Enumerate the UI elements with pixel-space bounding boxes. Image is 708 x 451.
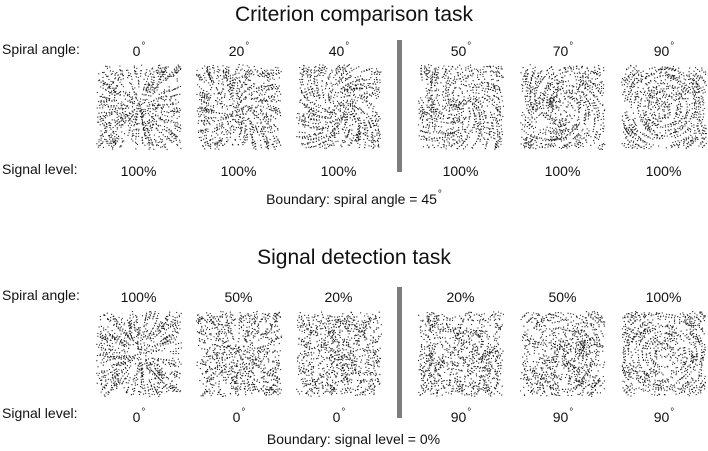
value-label: 100% (120, 289, 157, 305)
value-label: 40° (328, 41, 350, 59)
dot-field (520, 311, 606, 397)
category-divider (397, 287, 402, 418)
value-label: 0° (332, 407, 346, 425)
stimulus-panel (418, 311, 504, 397)
row-label-bottom: Signal level: (2, 405, 78, 421)
value-label: 100% (120, 163, 157, 179)
stimulus-panel (621, 311, 707, 397)
value-label: 50% (548, 289, 577, 305)
dot-field (296, 311, 382, 397)
stimulus-panel (196, 64, 282, 150)
stimulus-panel (196, 311, 282, 397)
dot-field (96, 311, 182, 397)
task-title-signal-detection: Signal detection task (257, 246, 451, 269)
stimulus-panel (520, 64, 606, 150)
dot-field (418, 311, 504, 397)
value-label: 20% (446, 289, 475, 305)
value-label: 0° (232, 407, 246, 425)
dot-field (196, 64, 282, 150)
stimulus-panel (621, 64, 707, 150)
value-label: 100% (220, 163, 257, 179)
value-label: 0° (132, 407, 146, 425)
boundary-label: Boundary: spiral angle = 45° (266, 189, 442, 207)
dot-field (621, 311, 707, 397)
dot-field (296, 64, 382, 149)
dot-field (520, 64, 606, 150)
stimulus-panel (418, 64, 504, 150)
value-label: 50% (224, 289, 253, 305)
dot-field (621, 64, 707, 150)
category-divider (397, 40, 402, 172)
stimulus-panel (296, 64, 382, 150)
row-label-top: Spiral angle: (2, 287, 80, 303)
value-label: 0° (132, 41, 146, 59)
row-label-bottom: Signal level: (2, 161, 78, 177)
value-label: 20° (228, 41, 250, 59)
dot-field (418, 64, 504, 150)
value-label: 70° (552, 41, 574, 59)
value-label: 100% (544, 163, 581, 179)
value-label: 90° (653, 407, 675, 425)
value-label: 50° (450, 41, 472, 59)
value-label: 20% (324, 289, 353, 305)
task-title-criterion: Criterion comparison task (234, 3, 474, 26)
value-label: 100% (320, 163, 357, 179)
value-label: 90° (450, 407, 472, 425)
row-label-top: Spiral angle: (2, 41, 80, 57)
stimulus-panel (520, 311, 606, 397)
value-label: 100% (645, 163, 682, 179)
stimulus-panel (96, 64, 182, 150)
stimulus-panel (296, 311, 382, 397)
boundary-label: Boundary: signal level = 0% (266, 431, 441, 447)
value-label: 100% (645, 289, 682, 305)
dot-field (96, 64, 182, 150)
value-label: 90° (552, 407, 574, 425)
value-label: 90° (653, 41, 675, 59)
stimulus-panel (96, 311, 182, 397)
dot-field (196, 311, 282, 397)
value-label: 100% (442, 163, 479, 179)
